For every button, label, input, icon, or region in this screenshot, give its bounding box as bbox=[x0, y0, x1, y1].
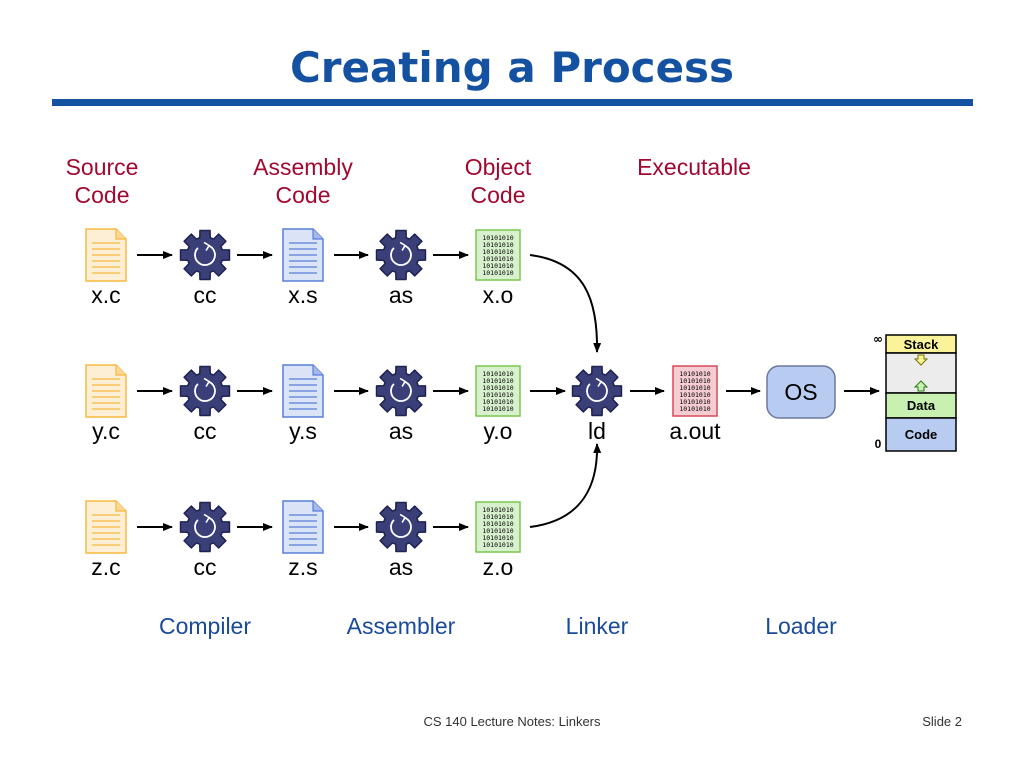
code-label: Code bbox=[905, 427, 938, 442]
stack-growth-arrow-icon bbox=[913, 354, 929, 366]
object-file-icon: 1010101010101010101010101010101010101010… bbox=[475, 365, 521, 417]
arrow-zo-to-linker bbox=[529, 443, 602, 528]
assembly-file-icon bbox=[282, 364, 324, 418]
data-label: Data bbox=[907, 398, 936, 413]
column-header-assembly: Assembly Code bbox=[253, 154, 353, 208]
svg-text:10101010: 10101010 bbox=[482, 377, 513, 385]
assembler-label: as bbox=[388, 418, 414, 444]
svg-text:10101010: 10101010 bbox=[482, 269, 513, 277]
phase-label-compiler: Compiler bbox=[158, 613, 252, 639]
linker-label: ld bbox=[588, 418, 606, 444]
diagram-nodes: 1010101010101010101010101010101010101010… bbox=[85, 228, 836, 554]
svg-text:10101010: 10101010 bbox=[679, 405, 710, 413]
os-box: OS bbox=[766, 365, 836, 419]
svg-text:10101010: 10101010 bbox=[482, 506, 513, 514]
title-underline bbox=[52, 99, 973, 106]
assembly-file-icon bbox=[282, 500, 324, 554]
executable-file-icon: 1010101010101010101010101010101010101010… bbox=[672, 365, 718, 417]
compiler-gear-icon bbox=[179, 229, 231, 281]
memory-bottom-label: 0 bbox=[875, 437, 882, 451]
memory-top-label: ∞ bbox=[873, 332, 883, 346]
assembly-file-icon bbox=[282, 228, 324, 282]
slide-number: Slide 2 bbox=[922, 714, 962, 729]
svg-text:10101010: 10101010 bbox=[482, 248, 513, 256]
source-file-label: z.c bbox=[91, 554, 121, 580]
arrow-xo-to-linker bbox=[529, 254, 602, 353]
svg-text:10101010: 10101010 bbox=[482, 398, 513, 406]
phase-label-assembler: Assembler bbox=[346, 613, 456, 639]
phase-label-loader: Loader bbox=[765, 613, 837, 639]
svg-text:10101010: 10101010 bbox=[482, 513, 513, 521]
object-file-label: z.o bbox=[482, 554, 514, 580]
compiler-gear-icon bbox=[179, 365, 231, 417]
svg-text:10101010: 10101010 bbox=[679, 398, 710, 406]
svg-text:10101010: 10101010 bbox=[482, 520, 513, 528]
os-label: OS bbox=[784, 379, 817, 405]
svg-text:10101010: 10101010 bbox=[482, 384, 513, 392]
column-header-executable: Executable bbox=[637, 154, 751, 180]
source-file-icon bbox=[85, 500, 127, 554]
svg-text:10101010: 10101010 bbox=[482, 234, 513, 242]
footer-course-title: CS 140 Lecture Notes: Linkers bbox=[423, 714, 601, 729]
column-header-object: Object Code bbox=[464, 154, 532, 208]
compiler-label: cc bbox=[193, 418, 217, 444]
svg-text:10101010: 10101010 bbox=[482, 262, 513, 270]
slide-title: Creating a Process bbox=[289, 43, 735, 92]
assembly-file-label: y.s bbox=[289, 418, 317, 444]
heap-growth-arrow-icon bbox=[913, 380, 929, 392]
svg-text:10101010: 10101010 bbox=[482, 391, 513, 399]
svg-text:10101010: 10101010 bbox=[482, 255, 513, 263]
assembly-file-label: x.s bbox=[288, 282, 318, 308]
svg-text:10101010: 10101010 bbox=[482, 405, 513, 413]
phase-label-linker: Linker bbox=[565, 613, 629, 639]
svg-text:10101010: 10101010 bbox=[679, 384, 710, 392]
svg-text:10101010: 10101010 bbox=[482, 527, 513, 535]
code-segment bbox=[885, 417, 957, 452]
source-file-icon bbox=[85, 228, 127, 282]
svg-text:10101010: 10101010 bbox=[679, 391, 710, 399]
svg-text:10101010: 10101010 bbox=[679, 377, 710, 385]
compiler-label: cc bbox=[193, 282, 217, 308]
stack-label: Stack bbox=[904, 337, 939, 352]
svg-text:10101010: 10101010 bbox=[482, 541, 513, 549]
object-file-icon: 1010101010101010101010101010101010101010… bbox=[475, 229, 521, 281]
executable-label: a.out bbox=[669, 418, 721, 444]
assembler-label: as bbox=[388, 282, 414, 308]
object-file-label: y.o bbox=[483, 418, 513, 444]
svg-text:10101010: 10101010 bbox=[482, 534, 513, 542]
assembler-gear-icon bbox=[375, 365, 427, 417]
assembler-gear-icon bbox=[375, 229, 427, 281]
flow-arrows bbox=[137, 251, 880, 531]
svg-text:10101010: 10101010 bbox=[482, 370, 513, 378]
column-header-source: Source Code bbox=[65, 154, 139, 208]
linker-gear-icon bbox=[571, 365, 623, 417]
source-file-icon bbox=[85, 364, 127, 418]
assembler-label: as bbox=[388, 554, 414, 580]
object-file-label: x.o bbox=[482, 282, 514, 308]
source-file-label: y.c bbox=[92, 418, 120, 444]
svg-text:10101010: 10101010 bbox=[679, 370, 710, 378]
compiler-label: cc bbox=[193, 554, 217, 580]
compiler-gear-icon bbox=[179, 501, 231, 553]
source-file-label: x.c bbox=[91, 282, 121, 308]
object-file-icon: 1010101010101010101010101010101010101010… bbox=[475, 501, 521, 553]
assembler-gear-icon bbox=[375, 501, 427, 553]
svg-text:10101010: 10101010 bbox=[482, 241, 513, 249]
assembly-file-label: z.s bbox=[288, 554, 318, 580]
